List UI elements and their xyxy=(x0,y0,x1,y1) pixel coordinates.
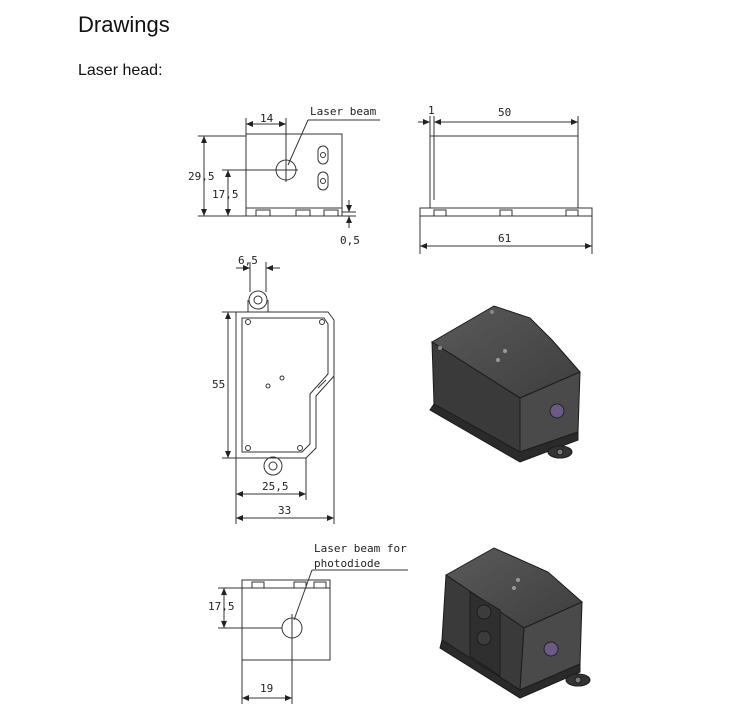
dim-29-5: 29,5 xyxy=(188,170,215,183)
dim-6-5: 6,5 xyxy=(238,254,258,267)
dim-0-5: 0,5 xyxy=(340,234,360,247)
mount-hole-top xyxy=(248,290,268,310)
dim-17-5-front: 17,5 xyxy=(212,188,239,201)
mount-hole-bottom xyxy=(263,456,283,476)
dim-50: 50 xyxy=(498,106,511,119)
callout-laser-beam: Laser beam xyxy=(310,105,377,118)
front-slot-lower xyxy=(317,171,329,191)
rear-body xyxy=(241,587,331,661)
front-body xyxy=(245,133,343,209)
callout-photodiode-line2: photodiode xyxy=(314,557,380,570)
rear-view xyxy=(218,569,408,704)
dim-19: 19 xyxy=(260,682,273,695)
front-view xyxy=(198,118,380,228)
laser-head-render-rear xyxy=(439,547,591,699)
dim-25-5: 25,5 xyxy=(262,480,289,493)
top-outline xyxy=(235,311,335,459)
side-view xyxy=(418,116,593,254)
front-slot-upper xyxy=(317,145,329,165)
laser-head-render-front xyxy=(429,305,581,463)
callout-photodiode-line1: Laser beam for xyxy=(314,542,407,555)
section-subheading: Laser head: xyxy=(78,62,163,79)
dim-1: 1 xyxy=(428,104,435,117)
dim-17-5-rear: 17,5 xyxy=(208,600,235,613)
section-heading: Drawings xyxy=(78,12,170,37)
top-view xyxy=(222,262,335,524)
dim-61: 61 xyxy=(498,232,511,245)
dim-55: 55 xyxy=(212,378,225,391)
side-body xyxy=(429,135,579,209)
dim-33: 33 xyxy=(278,504,291,517)
dim-14: 14 xyxy=(260,112,274,125)
